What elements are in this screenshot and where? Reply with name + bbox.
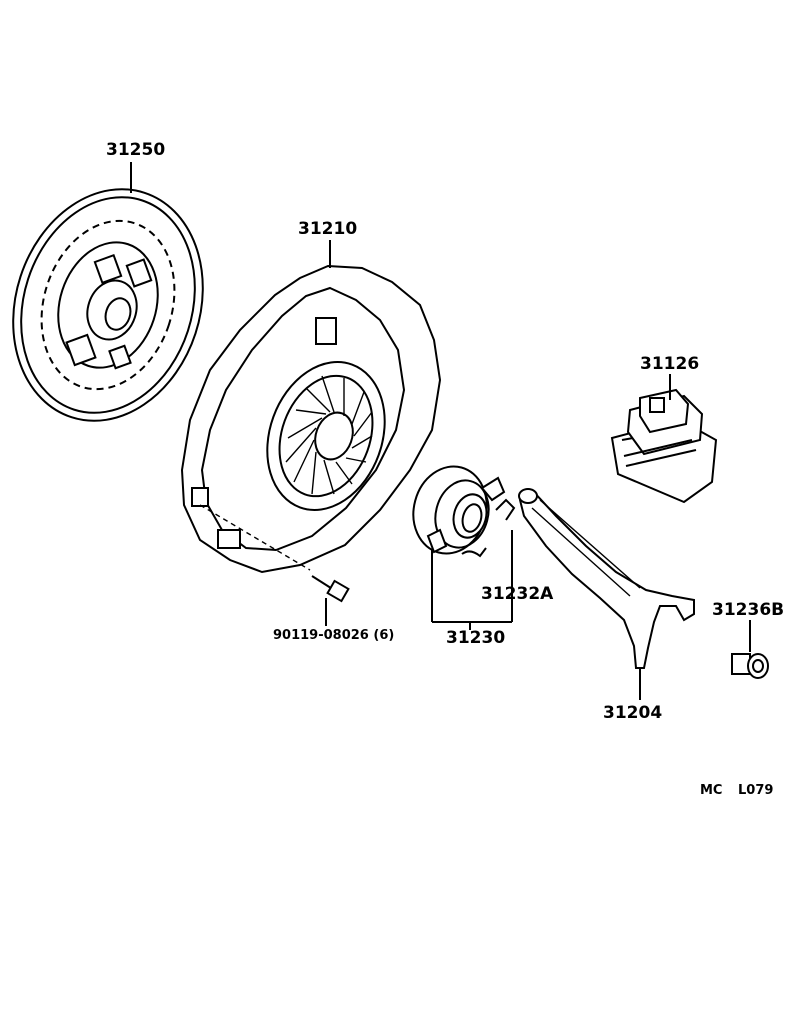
- illustration-code: L079: [738, 783, 774, 798]
- bolt-drawing: [311, 575, 350, 603]
- part-number-31210: 31210: [298, 219, 358, 239]
- part-number-31126: 31126: [640, 354, 700, 374]
- bearing-bracket: [431, 530, 513, 630]
- clutch-cover-drawing: [180, 264, 442, 574]
- part-number-31230: 31230: [446, 628, 506, 648]
- part-number-31232a: 31232A: [481, 584, 554, 604]
- fork-support-drawing: [731, 653, 769, 679]
- part-number-bolt: 90119-08026 (6): [273, 628, 395, 643]
- clutch-disc-drawing: [12, 188, 204, 422]
- part-number-31204: 31204: [603, 703, 663, 723]
- boot-drawing: [610, 388, 718, 504]
- part-number-31236b: 31236B: [712, 600, 785, 620]
- release-fork-drawing: [518, 488, 695, 669]
- part-number-31250: 31250: [106, 140, 166, 160]
- bearing-clip-drawing: [495, 498, 516, 521]
- release-bearing-drawing: [412, 465, 506, 558]
- illustration-code-prefix: MC: [700, 783, 723, 798]
